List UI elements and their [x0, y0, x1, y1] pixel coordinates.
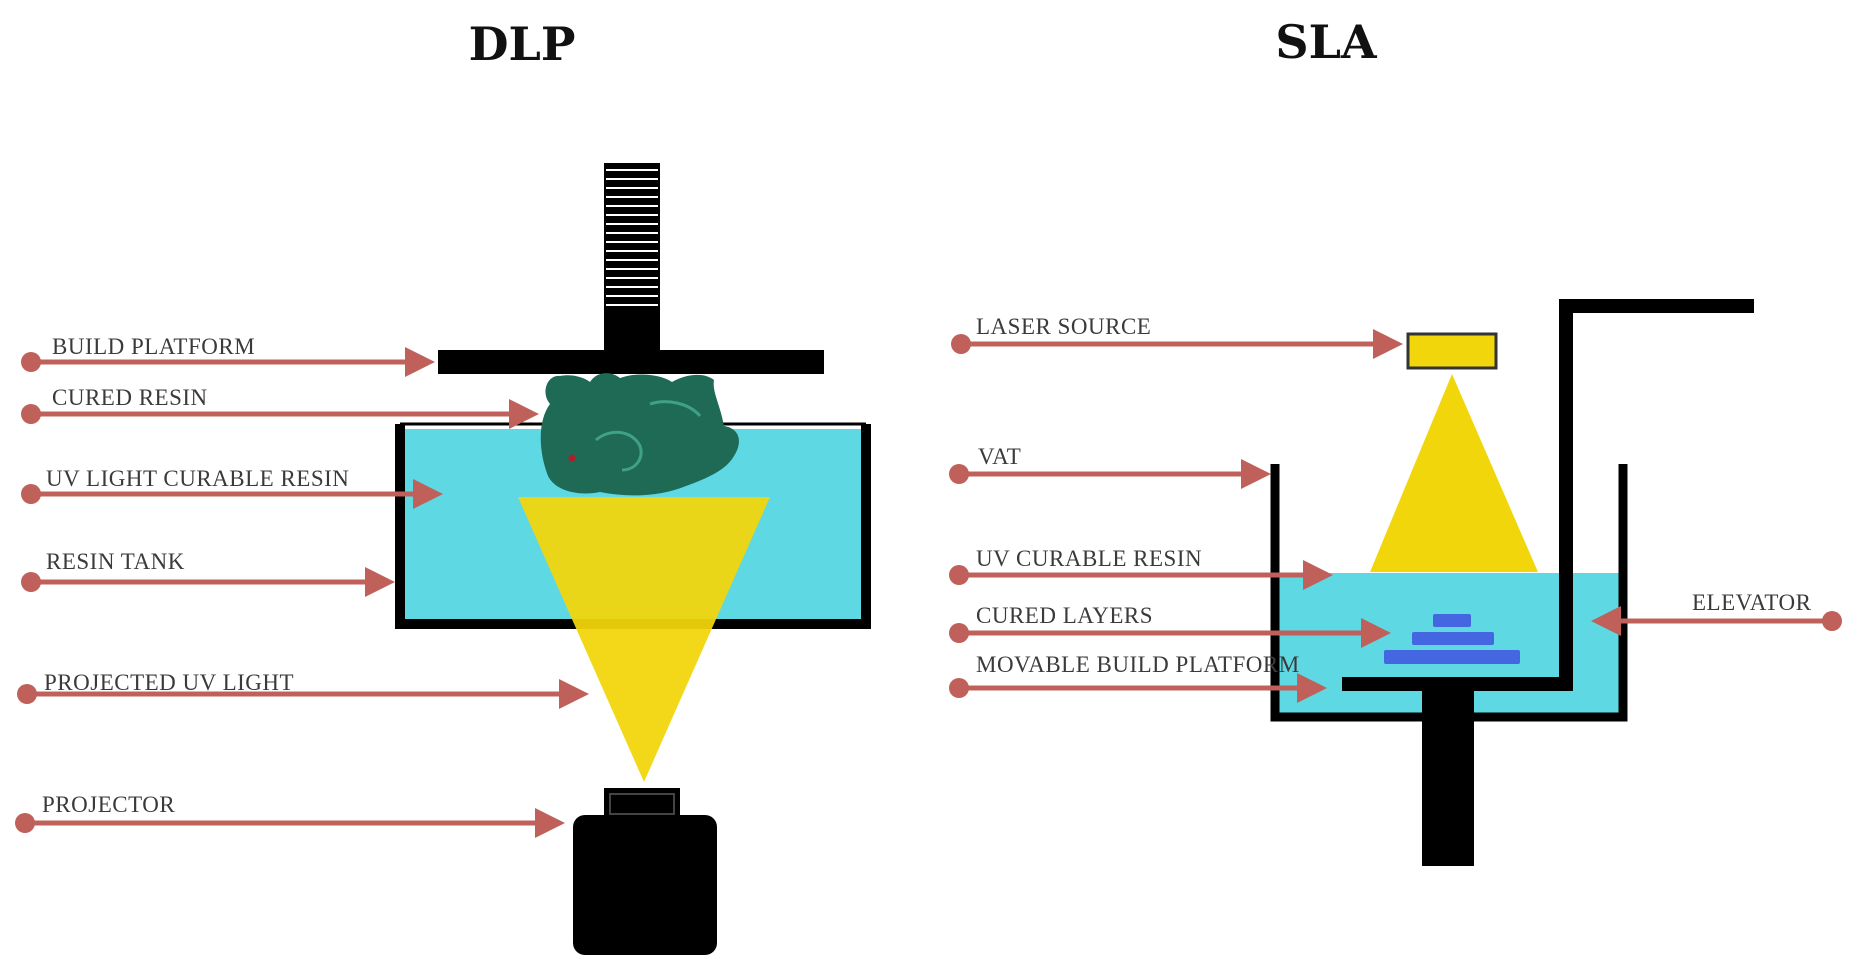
dlp-callout-cured-resin: CURED RESIN [21, 385, 540, 429]
label-cured-layers: CURED LAYERS [976, 603, 1153, 628]
sla-callout-laser-source: LASER SOURCE [951, 314, 1404, 359]
label-resin-tank: RESIN TANK [46, 549, 185, 574]
sla-laser-beam [1370, 374, 1538, 572]
sla-callout-cured-layers: CURED LAYERS [949, 603, 1392, 648]
dlp-callout-resin-tank: RESIN TANK [21, 549, 396, 597]
dlp-title: DLP [469, 17, 576, 71]
dlp-lead-screw [604, 163, 660, 351]
label-elevator: ELEVATOR [1692, 590, 1812, 615]
label-build-platform: BUILD PLATFORM [52, 334, 255, 359]
sla-laser-source [1406, 332, 1498, 370]
label-projector: PROJECTOR [42, 792, 175, 817]
sla-callout-movable-build-platform: MOVABLE BUILD PLATFORM [949, 652, 1328, 703]
label-cured-resin: CURED RESIN [52, 385, 208, 410]
dlp-cured-model [540, 373, 739, 496]
sla-stand [1422, 690, 1474, 866]
sla-cured-layers [1384, 614, 1520, 664]
label-projected-uv-light: PROJECTED UV LIGHT [44, 670, 294, 695]
sla-callout-elevator: ELEVATOR [1590, 590, 1842, 636]
sla-title: SLA [1275, 15, 1378, 69]
sla-machine [1270, 299, 1754, 866]
label-uv-light-curable-resin: UV LIGHT CURABLE RESIN [46, 466, 349, 491]
dlp-callout-projected-uv-light: PROJECTED UV LIGHT [17, 670, 590, 709]
dlp-projector [573, 788, 717, 955]
dlp-projected-uv-light [518, 497, 770, 782]
dlp-callout-build-platform: BUILD PLATFORM [21, 334, 436, 377]
label-movable-build-platform: MOVABLE BUILD PLATFORM [976, 652, 1300, 677]
label-laser-source: LASER SOURCE [976, 314, 1151, 339]
dlp-build-platform [438, 350, 824, 374]
label-uv-curable-resin: UV CURABLE RESIN [976, 546, 1202, 571]
sla-elevator [1342, 299, 1754, 691]
label-vat: VAT [978, 444, 1021, 469]
sla-callout-uv-curable-resin: UV CURABLE RESIN [949, 546, 1334, 590]
dlp-callout-projector: PROJECTOR [15, 792, 566, 838]
dlp-callout-uv-light-curable-resin: UV LIGHT CURABLE RESIN [21, 466, 444, 509]
dlp-screw-grooves [606, 169, 658, 306]
dlp-machine [395, 163, 871, 955]
sla-callout-vat: VAT [949, 444, 1272, 489]
